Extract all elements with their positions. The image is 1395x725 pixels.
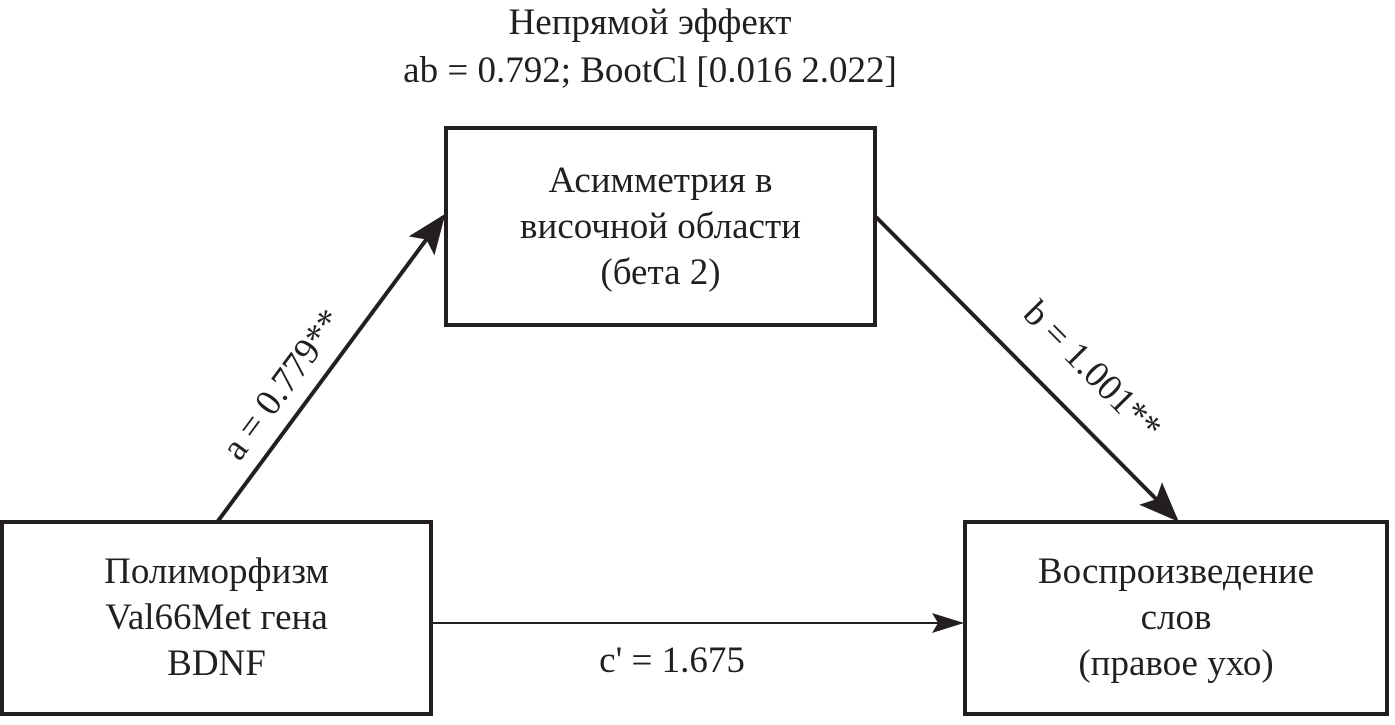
predictor-line: Полиморфизм [104,551,329,592]
outcome-box: Воспроизведение слов (правое ухо) [963,520,1389,716]
indirect-effect-title: Непрямой эффект [508,2,792,43]
path-c-prime-label: c' = 1.675 [599,640,745,681]
outcome-line: слов [1140,597,1212,638]
indirect-effect-value: ab = 0.792; BootCl [0.016 2.022] [403,50,897,91]
predictor-box: Полиморфизм Val66Met гена BDNF [0,520,433,716]
predictor-line: Val66Met гена [105,597,328,638]
arrow-a [216,213,446,523]
outcome-line: Воспроизведение [1037,551,1315,592]
mediator-line: (бета 2) [600,251,721,293]
mediator-line: Асимметрия в [548,159,773,201]
arrow-b [874,215,1179,522]
outcome-line: (правое ухо) [1078,643,1274,684]
mediator-box: Асимметрия в височной области (бета 2) [444,126,877,327]
mediator-line: височной области [520,205,801,247]
predictor-line: BDNF [167,643,266,684]
